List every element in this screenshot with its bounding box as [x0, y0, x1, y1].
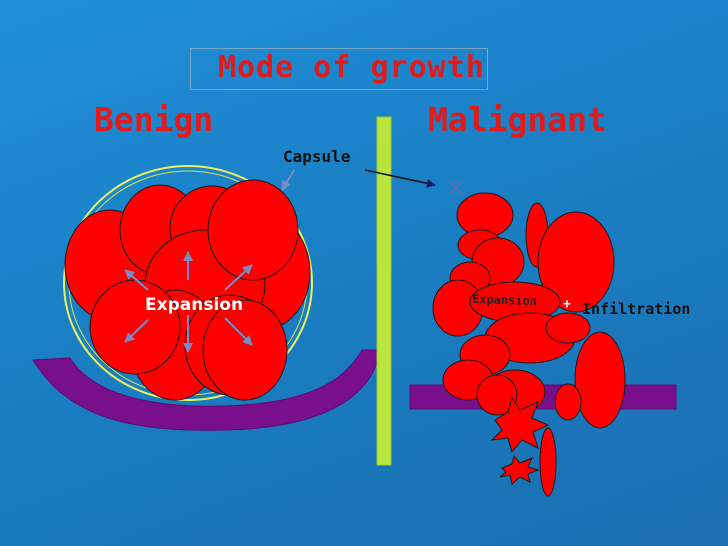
benign-expansion-label: Expansion	[145, 295, 244, 315]
malignant-heading: Malignant	[428, 100, 607, 139]
malignant-cell	[554, 383, 582, 421]
benign-heading: Benign	[94, 100, 214, 139]
capsule-pointer-arrow	[281, 169, 295, 191]
benign-cells	[64, 179, 311, 401]
malignant-cell	[545, 312, 591, 344]
capsule-absent-mark	[449, 181, 463, 195]
benign-capsule	[63, 165, 313, 401]
benign-cell	[202, 299, 288, 401]
capsule-pointer-arrow	[364, 169, 436, 188]
infiltration-label: Infiltration	[582, 300, 691, 318]
plus-sign: +	[563, 297, 571, 312]
malignant-cell	[539, 427, 557, 497]
spiky-cell	[490, 396, 550, 454]
spiky-cell	[499, 454, 540, 485]
infiltrating-cells	[490, 396, 550, 485]
slide-title: Mode of growth	[218, 50, 485, 85]
malignant-cells	[432, 192, 626, 497]
malignant-expansion-label: Expansion	[471, 291, 538, 309]
divider-bar	[376, 116, 392, 466]
benign-cell	[207, 179, 299, 281]
malignant-cell	[537, 211, 615, 313]
malignant-cell	[574, 331, 626, 429]
capsule-label: Capsule	[283, 147, 351, 166]
expansion-arrows	[124, 251, 253, 353]
title-box	[190, 48, 488, 90]
malignant-cell	[476, 374, 518, 416]
